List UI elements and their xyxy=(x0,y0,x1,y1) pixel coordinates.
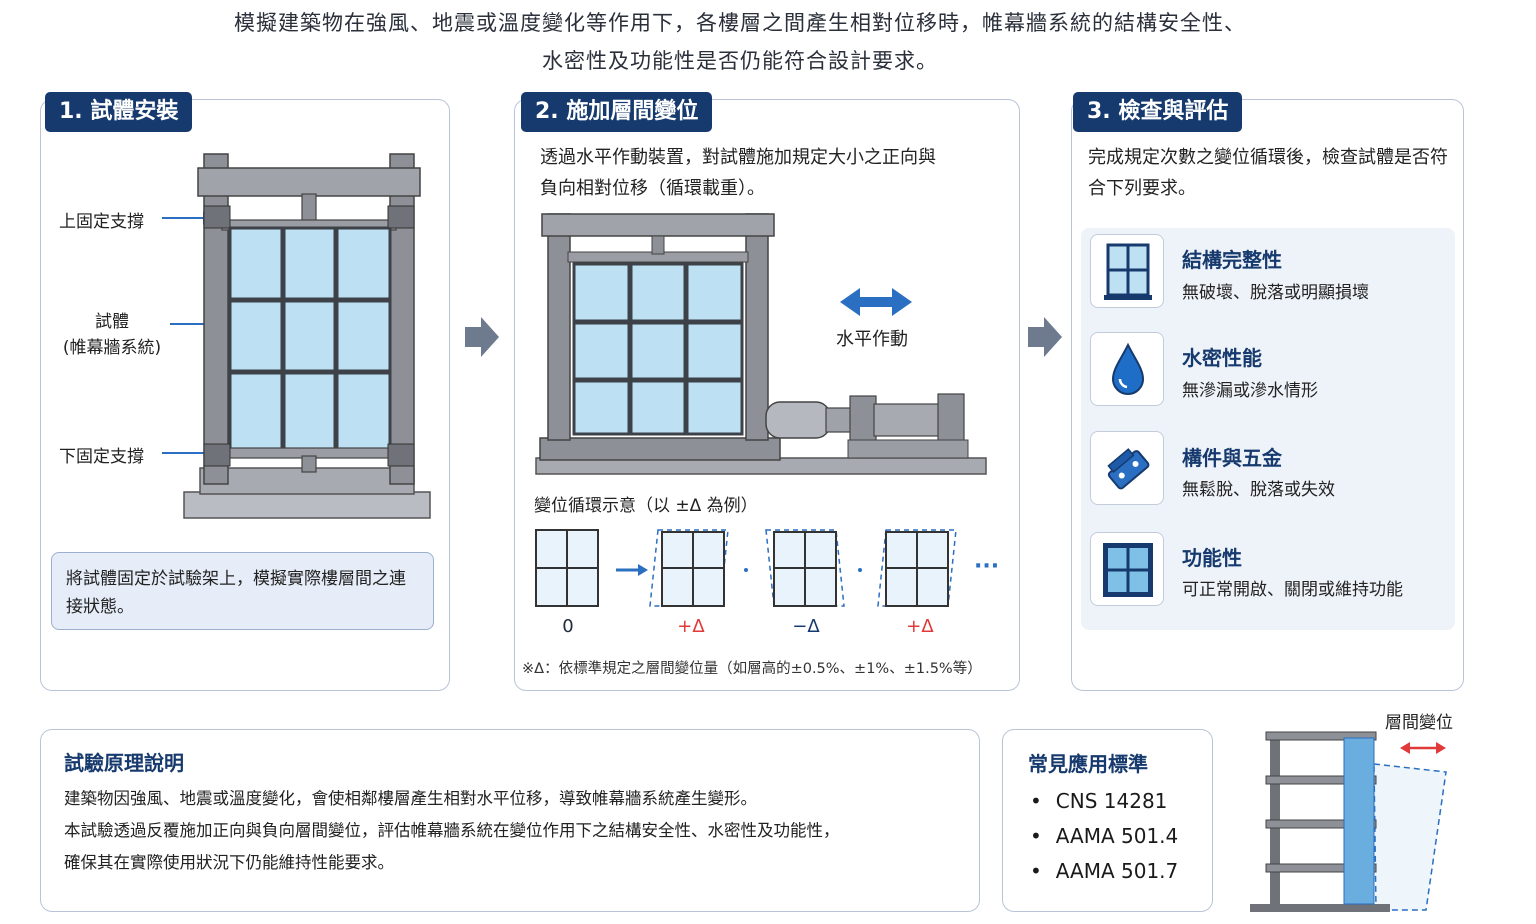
standard-item: CNS 14281 xyxy=(1030,784,1178,819)
hardware-icon xyxy=(1090,431,1164,505)
window-frame-icon xyxy=(1090,532,1164,606)
standards-title: 常見應用標準 xyxy=(1028,752,1148,776)
drift-double-arrow-icon xyxy=(1400,742,1446,754)
label-specimen-line2: (帷幕牆系統) xyxy=(62,338,162,358)
req-title-watertight: 水密性能 xyxy=(1182,346,1262,370)
step3-tab: 3. 檢查與評估 xyxy=(1073,92,1243,132)
step3-desc: 完成規定次數之變位循環後，檢查試體是否符合下列要求。 xyxy=(1088,147,1448,199)
intro-text: 模擬建築物在強風、地震或溫度變化等作用下，各樓層之間產生相對位移時，帷幕牆系統的… xyxy=(0,4,1480,80)
water-drop-icon xyxy=(1090,332,1164,406)
building-drift-label: 層間變位 xyxy=(1385,713,1453,733)
step-arrow-1 xyxy=(465,317,499,357)
step2-desc: 透過水平作動裝置，對試體施加規定大小之正向與負向相對位移（循環載重）。 xyxy=(540,147,936,199)
req-desc-watertight: 無滲漏或滲水情形 xyxy=(1182,381,1318,401)
actuator-label: 水平作動 xyxy=(836,329,908,350)
cycle-diagram xyxy=(535,529,957,607)
test-frame-illustration xyxy=(162,153,431,519)
window-icon xyxy=(1090,234,1164,308)
cycle-label-plus: +Δ xyxy=(677,616,705,637)
standard-item: AAMA 501.4 xyxy=(1030,819,1178,854)
cycle-state-minus xyxy=(765,529,845,607)
principle-text: 建築物因強風、地震或溫度變化，會使相鄰樓層產生相對水平位移，導致帷幕牆系統產生變… xyxy=(64,783,840,879)
cycle-state-0 xyxy=(535,529,599,607)
label-specimen: 試體 (帷幕牆系統) xyxy=(52,309,172,361)
intro-line-1: 模擬建築物在強風、地震或溫度變化等作用下，各樓層之間產生相對位移時，帷幕牆系統的… xyxy=(234,11,1246,35)
req-title-hardware: 構件與五金 xyxy=(1182,446,1282,470)
step1-note: 將試體固定於試驗架上，模擬實際樓層間之連接狀態。 xyxy=(51,552,434,630)
cycle-state-plus-2 xyxy=(877,529,957,607)
label-specimen-line1: 試體 xyxy=(95,312,129,332)
step1-tab: 1. 試體安裝 xyxy=(45,92,193,132)
cycle-arrow-icon xyxy=(616,564,648,576)
cycle-title: 變位循環示意（以 ±Δ 為例） xyxy=(534,496,758,516)
principle-line-1: 建築物因強風、地震或溫度變化，會使相鄰樓層產生相對水平位移，導致帷幕牆系統產生變… xyxy=(64,789,757,808)
req-desc-hardware: 無鬆脫、脫落或失效 xyxy=(1182,480,1335,500)
actuator-illustration xyxy=(535,213,987,475)
cycle-label-0: 0 xyxy=(562,616,574,637)
cycle-label-plus-2: +Δ xyxy=(906,616,934,637)
building-drift-illustration xyxy=(1250,731,1447,912)
req-desc-function: 可正常開啟、關閉或維持功能 xyxy=(1182,580,1403,600)
req-title-function: 功能性 xyxy=(1182,546,1242,570)
label-bottom-support: 下固定支撐 xyxy=(59,447,144,467)
req-desc-structural: 無破壞、脫落或明顯損壞 xyxy=(1182,283,1369,303)
cycle-ellipsis: ··· xyxy=(974,554,1000,579)
intro-line-2: 水密性及功能性是否仍能符合設計要求。 xyxy=(542,49,938,73)
standards-list: CNS 14281 AAMA 501.4 AAMA 501.7 xyxy=(1030,784,1178,889)
cycle-label-minus: −Δ xyxy=(792,616,820,637)
principle-line-3: 確保其在實際使用狀況下仍能維持性能要求。 xyxy=(64,853,394,872)
standard-item: AAMA 501.7 xyxy=(1030,854,1178,889)
label-top-support: 上固定支撐 xyxy=(59,212,144,232)
req-title-structural: 結構完整性 xyxy=(1182,248,1282,272)
step-arrow-2 xyxy=(1028,317,1062,357)
principle-title: 試驗原理說明 xyxy=(64,751,184,775)
principle-panel xyxy=(40,729,980,912)
cycle-state-plus xyxy=(649,529,729,607)
cycle-footnote: ※Δ：依標準規定之層間變位量（如層高的±0.5%、±1%、±1.5%等） xyxy=(522,661,982,677)
principle-line-2: 本試驗透過反覆施加正向與負向層間變位，評估帷幕牆系統在變位作用下之結構安全性、水… xyxy=(64,821,840,840)
step2-tab: 2. 施加層間變位 xyxy=(521,92,713,132)
horizontal-double-arrow-icon xyxy=(840,288,912,316)
